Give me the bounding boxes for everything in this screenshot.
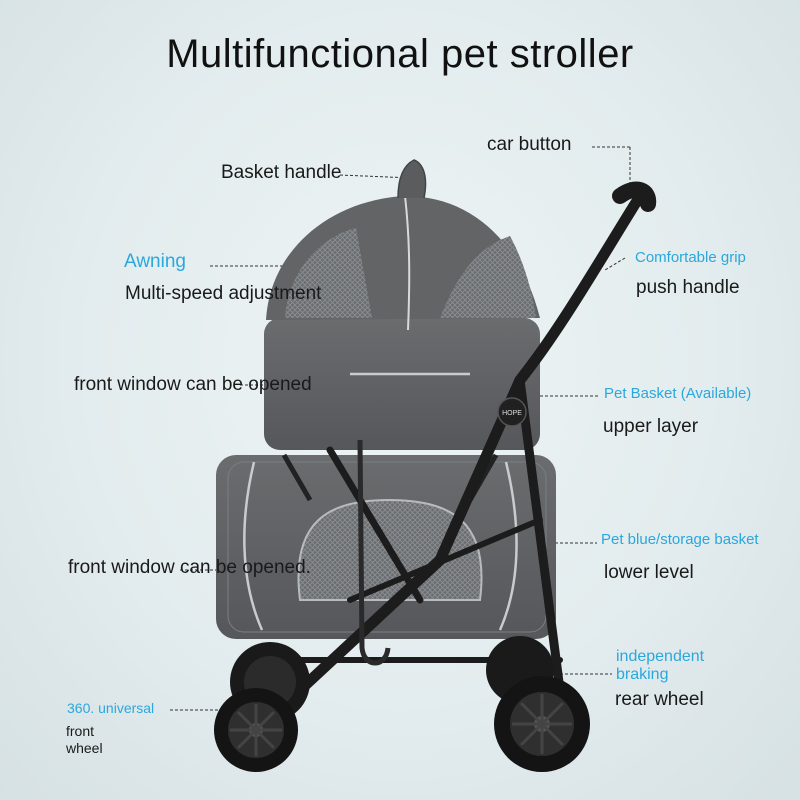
strap xyxy=(357,439,391,666)
label-multi-speed-adjustment: Multi-speed adjustment xyxy=(125,283,322,304)
label-lower-level: lower level xyxy=(604,562,694,583)
wheels xyxy=(214,636,590,772)
brand-badge: HOPE xyxy=(502,410,522,417)
label-car-button: car button xyxy=(487,134,572,155)
label-comfortable-grip: Comfortable grip xyxy=(635,249,746,266)
label-basket-handle: Basket handle xyxy=(221,162,342,183)
label-pet-basket: Pet Basket (Available) xyxy=(604,385,752,402)
label-front-wheel: front wheel xyxy=(66,723,103,756)
label-push-handle: push handle xyxy=(636,277,740,298)
label-awning: Awning xyxy=(124,251,186,272)
front-wheel xyxy=(214,688,298,772)
label-rear-wheel: rear wheel xyxy=(615,689,704,710)
label-front-window-lower: front window can be opened. xyxy=(68,557,311,578)
label-front-window-upper: front window can be opened xyxy=(74,374,312,395)
upper-basket xyxy=(264,159,540,450)
label-pet-blue-storage-basket: Pet blue/storage basket xyxy=(601,531,759,548)
label-independent-braking: independent braking xyxy=(616,648,705,683)
label-upper-layer: upper layer xyxy=(603,416,699,437)
page-title: Multifunctional pet stroller xyxy=(166,32,634,76)
label-360-universal: 360. universal xyxy=(67,700,155,716)
rear-wheel xyxy=(494,676,590,772)
frame xyxy=(247,181,657,696)
